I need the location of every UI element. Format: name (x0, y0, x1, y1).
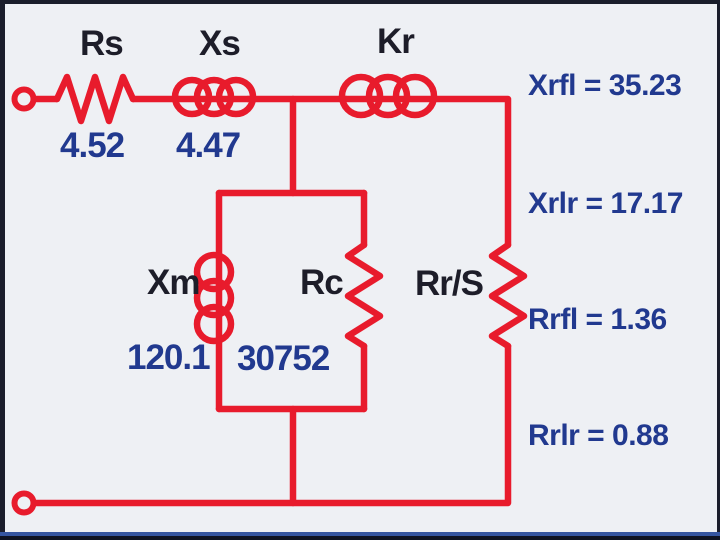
inductor-xm-loop (193, 277, 235, 319)
value-xm: 120.1 (127, 338, 211, 377)
inductor-kr-loop (365, 73, 411, 119)
inductor-xs-loop (193, 76, 235, 118)
resistor-rrs-symbol (488, 241, 528, 350)
wire-bottom-rail (31, 342, 512, 507)
terminal-bottom-icon (11, 490, 37, 516)
label-xs: Xs (199, 24, 241, 63)
readout-rrfl: Rrfl = 1.36 (528, 303, 667, 336)
frame-border-top (0, 0, 720, 4)
inductor-xm-loop (193, 251, 235, 293)
label-kr: Kr (377, 22, 415, 61)
inductor-xm-loop (193, 303, 235, 345)
readout-xrfl: Xrfl = 35.23 (528, 69, 682, 102)
value-rs: 4.52 (60, 126, 125, 165)
frame-border-left (0, 0, 5, 540)
label-rs: Rs (80, 24, 124, 63)
value-rc: 30752 (237, 339, 330, 378)
terminal-top-icon (11, 86, 37, 112)
resistor-rc-symbol (344, 241, 384, 350)
value-xs: 4.47 (176, 126, 241, 165)
readout-rrlr: Rrlr = 0.88 (528, 419, 669, 452)
readout-xrlr: Xrlr = 17.17 (528, 187, 683, 220)
resistor-rs-symbol (53, 73, 137, 125)
wire-kr-to-rrs (429, 95, 512, 249)
label-rc: Rc (300, 263, 344, 302)
frame-border-bottom-accent (0, 532, 720, 536)
frame-border-bottom (0, 536, 720, 540)
frame-border-right (717, 0, 720, 540)
label-rrs: Rr/S (415, 264, 484, 303)
inductor-xs-loop (171, 76, 213, 118)
inductor-kr-loop (338, 73, 384, 119)
label-xm: Xm (147, 263, 200, 302)
